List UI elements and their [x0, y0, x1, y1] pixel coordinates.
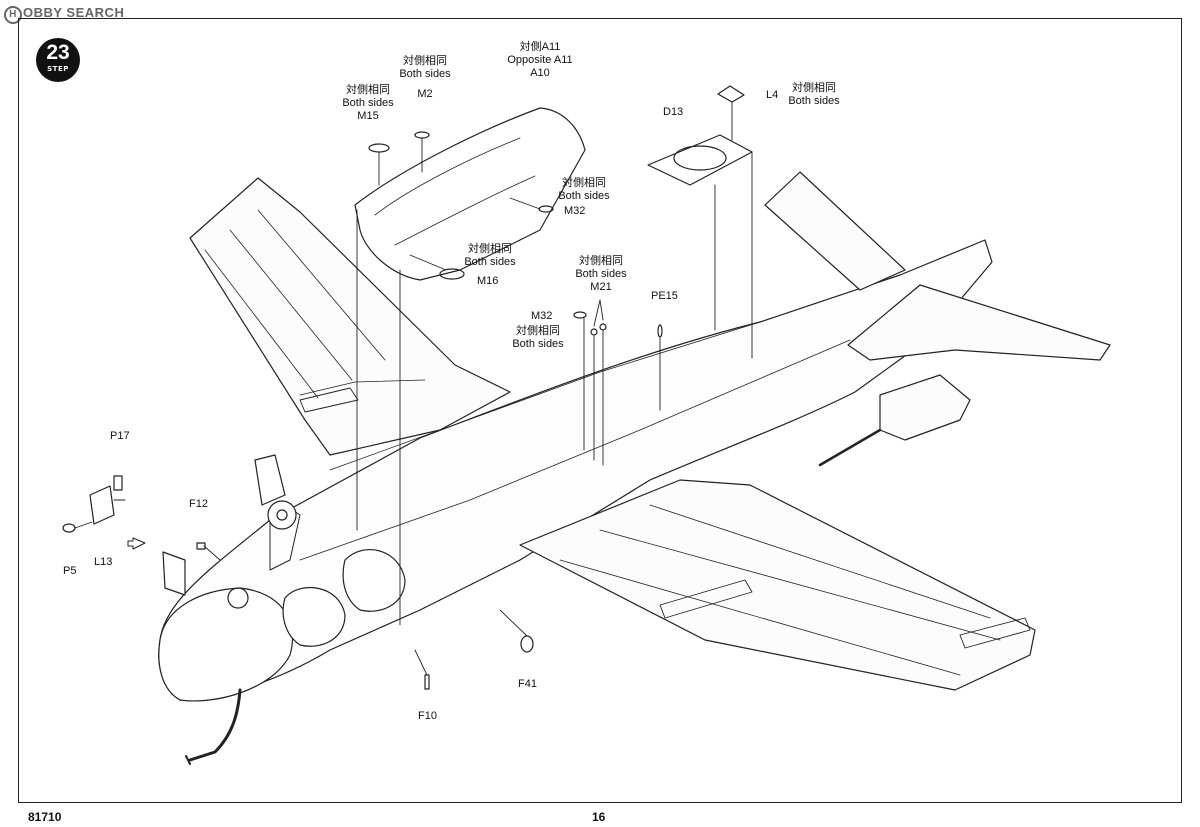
vertical-fin [764, 171, 906, 291]
label-p17: P17 [110, 430, 130, 442]
left-wing [189, 177, 511, 456]
part-l13 [89, 485, 115, 525]
label-m21-en: Both sides [575, 268, 627, 280]
part-m32-lower [573, 311, 587, 319]
part-m16 [439, 268, 465, 280]
label-d13: D13 [663, 106, 684, 118]
tail-hook [818, 428, 882, 467]
label-m2-note: 対側相同 Both sides [390, 55, 460, 81]
part-l4 [717, 85, 745, 103]
label-m2-cn: 対側相同 [403, 55, 447, 67]
label-m21: 対側相同 Both sides M21 [566, 255, 636, 294]
part-f10 [424, 674, 430, 690]
label-l13: L13 [94, 556, 113, 568]
label-l4-note: 対側相同 Both sides [783, 82, 845, 108]
label-m32b-cn: 対側相同 [516, 325, 560, 337]
label-m15: 対側相同 Both sides M15 [333, 84, 403, 123]
canopy-part-d13 [647, 134, 753, 186]
part-m21-b [599, 323, 607, 331]
label-l4: L4 [766, 89, 779, 101]
direction-arrow-icon [127, 537, 146, 550]
step-word: STEP [47, 65, 69, 73]
page-number: 16 [592, 810, 606, 824]
label-l4-cn: 対側相同 [792, 82, 836, 94]
nose-gear-wheel [267, 500, 297, 530]
part-m21-a [590, 328, 598, 336]
fuselage-panel-a10 [354, 107, 586, 281]
label-l4-en: Both sides [788, 95, 840, 107]
label-m16-en: Both sides [464, 256, 516, 268]
hobby-search-logo-icon: H [4, 6, 22, 24]
label-m15-en: Both sides [342, 97, 394, 109]
label-m15-cn: 対側相同 [346, 84, 390, 96]
label-m32a-code: M32 [564, 205, 586, 217]
part-p5 [62, 523, 76, 533]
label-a10: A10 [530, 67, 550, 79]
side-panel [162, 551, 186, 596]
refuel-probe [188, 688, 242, 762]
label-m2: M2 [417, 88, 433, 100]
label-m32a-en: Both sides [558, 190, 610, 202]
left-intake [282, 586, 346, 647]
left-wing-pylon [299, 387, 359, 413]
gear-door [254, 454, 286, 506]
label-m16-code: M16 [477, 275, 499, 287]
wingtip-tank [959, 617, 1031, 649]
label-f10: F10 [418, 710, 437, 722]
label-a11-cn: 対側A11 [519, 41, 561, 53]
fuselage-spine [329, 321, 761, 471]
label-m2-en: Both sides [399, 68, 451, 80]
right-wing-detail [559, 504, 1001, 676]
part-pe15 [657, 324, 663, 338]
label-a11-en: Opposite A11 [507, 54, 573, 66]
part-f41 [520, 635, 534, 653]
instruction-frame [18, 18, 1182, 803]
label-a11: 対側A11 Opposite A11 A10 [500, 41, 580, 80]
part-m15 [368, 143, 390, 153]
label-m15-code: M15 [357, 110, 379, 122]
canopy-window [673, 145, 727, 171]
right-intake [342, 549, 406, 612]
label-p5: P5 [63, 565, 77, 577]
label-m32-upper: 対側相同 Both sides [549, 177, 619, 203]
label-f12: F12 [189, 498, 208, 510]
label-m16-note: 対側相同 Both sides [455, 243, 525, 269]
label-f41: F41 [518, 678, 537, 690]
watermark-text: OBBY SEARCH [23, 5, 125, 20]
label-m32b-note: 対側相同 Both sides [503, 325, 573, 351]
label-m16-cn: 対側相同 [468, 243, 512, 255]
label-pe15: PE15 [651, 290, 678, 302]
left-wing-detail [204, 209, 426, 399]
catalog-number: 81710 [28, 810, 62, 824]
part-m2 [414, 131, 430, 139]
part-f12 [196, 542, 206, 550]
step-number: 23 [46, 41, 70, 64]
assembly-guide-lines [74, 101, 753, 676]
label-m32b-en: Both sides [512, 338, 564, 350]
fuselage-belly-line [299, 339, 851, 561]
label-m21-cn: 対側相同 [579, 255, 623, 267]
part-p17 [113, 475, 123, 491]
label-m32a-cn: 対側相同 [562, 177, 606, 189]
right-wing-pylon [659, 579, 753, 619]
horizontal-stabilizer [847, 284, 1111, 361]
ventral-fin [879, 374, 971, 441]
right-wing [519, 479, 1036, 691]
label-m32b-code: M32 [531, 310, 553, 322]
nose-sensor [227, 587, 249, 609]
label-m21-code: M21 [590, 281, 612, 293]
step-badge: 23 STEP [36, 38, 80, 82]
nose-radome [158, 587, 294, 702]
